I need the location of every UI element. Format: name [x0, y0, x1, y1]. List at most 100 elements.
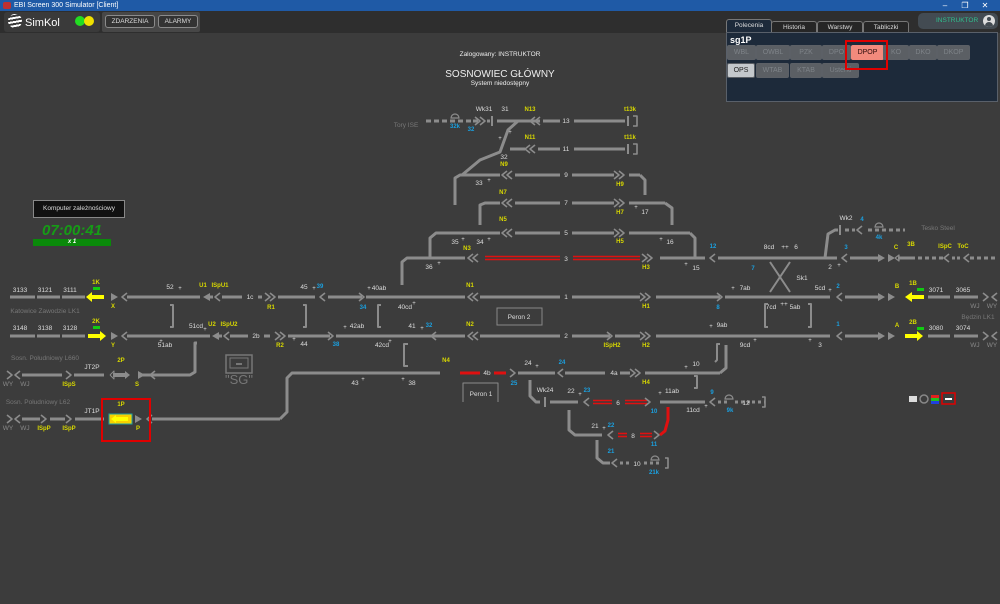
label: 5 [564, 230, 568, 237]
signal-triangle [888, 254, 895, 262]
label: + [159, 339, 163, 345]
label: H9 [616, 182, 624, 188]
signal-chevron [467, 331, 474, 341]
signal-chevron [639, 331, 646, 341]
signal-chevron [121, 331, 128, 341]
track-curve [170, 304, 174, 328]
label: WY [987, 342, 998, 349]
label: 42cd [375, 342, 389, 349]
command-wtab[interactable]: WTAB [756, 63, 789, 78]
command-dpo[interactable]: DPO [822, 45, 851, 60]
label: H7 [616, 210, 624, 216]
label: 9ab [717, 322, 728, 329]
signal-chevron [607, 430, 614, 440]
tab-tabliczki[interactable]: Tabliczki [863, 21, 909, 34]
signal-triangle [135, 415, 142, 423]
refresh-icon [919, 394, 929, 404]
label: 3133 [13, 287, 28, 294]
alarms-button[interactable]: ALARMY [158, 15, 198, 28]
label: + [684, 365, 688, 371]
label: + [508, 130, 512, 136]
signal-indicator-green [93, 287, 100, 290]
command-pzk[interactable]: PZK [790, 45, 822, 60]
interlocking-computer-button[interactable]: Komputer zależnościowy [33, 200, 125, 218]
label: N4 [442, 358, 450, 364]
label: 15 [692, 265, 700, 272]
label: 34 [360, 305, 367, 311]
command-owbl[interactable]: OWBL [756, 45, 790, 60]
signal-chevron [472, 331, 479, 341]
signal-chevron [991, 331, 998, 341]
color-legend-blue [931, 401, 939, 404]
signal-chevron [982, 331, 989, 341]
track-curve [595, 440, 610, 465]
label: + [837, 263, 841, 269]
label: 8cd [764, 244, 775, 251]
user-button[interactable]: INSTRUKTOR [918, 13, 998, 29]
label: H3 [642, 265, 650, 271]
signal-chevron [716, 292, 723, 302]
track-curve [567, 410, 602, 437]
user-name: INSTRUKTOR [936, 17, 979, 24]
command-ops[interactable]: OPS [727, 63, 755, 78]
label: 45 [300, 284, 308, 291]
label: + [420, 326, 424, 332]
label: + [684, 262, 688, 268]
signal-chevron [644, 397, 651, 407]
signal-chevron [534, 116, 541, 126]
signal-chevron [836, 292, 843, 302]
track-curve [694, 375, 698, 389]
command-ktab[interactable]: KTAB [790, 63, 822, 78]
command-wbl[interactable]: WBL [727, 45, 756, 60]
label: ++ [780, 301, 788, 308]
tab-historia[interactable]: Historia [771, 21, 817, 34]
label: + [828, 288, 832, 294]
label: + [461, 237, 465, 243]
tab-warstwy[interactable]: Warstwy [817, 21, 863, 34]
label: 5cd [815, 285, 826, 292]
label: 2b [252, 333, 260, 340]
signal-chevron [991, 292, 998, 302]
label: + [704, 404, 708, 410]
command-usterki[interactable]: Usterki [822, 63, 859, 78]
signal-chevron [509, 368, 516, 378]
signal-triangle [138, 371, 145, 379]
signal-chevron [644, 292, 651, 302]
route-bar-2p [113, 373, 125, 377]
close-button[interactable]: ✕ [981, 1, 989, 10]
maximize-button[interactable]: ❐ [961, 1, 969, 10]
label: 39 [317, 284, 324, 290]
label: 1 [836, 322, 840, 328]
events-button[interactable]: ZDARZENIA [105, 15, 155, 28]
minimize-button[interactable]: – [942, 1, 948, 10]
signal-chevron [506, 198, 513, 208]
label: 3148 [13, 325, 28, 332]
signal-chevron [467, 253, 474, 263]
command-dkop[interactable]: DKOP [937, 45, 970, 60]
signal-chevron [264, 292, 271, 302]
route-arrow-1b [905, 292, 912, 302]
label: H4 [642, 380, 650, 386]
track-curve [528, 380, 540, 404]
track-curve [894, 254, 900, 262]
label: t13k [624, 107, 637, 113]
command-dko[interactable]: DKO [909, 45, 937, 60]
label: 2 [828, 264, 832, 271]
label: 3 [818, 342, 822, 349]
signal-chevron [629, 368, 636, 378]
station-title: SOSNOWIEC GŁÓWNY [445, 69, 555, 80]
label: + [401, 377, 405, 383]
label: 10 [692, 361, 700, 368]
signal-chevron [467, 292, 474, 302]
label: 44 [300, 341, 308, 348]
signal-chevron [613, 170, 620, 180]
signal-1p-highlight-box [101, 398, 151, 442]
color-legend-red [931, 395, 939, 398]
command-ko[interactable]: KO [883, 45, 909, 60]
app-icon [3, 2, 11, 9]
signal-chevron [618, 170, 625, 180]
label: 24 [559, 360, 566, 366]
label: 31 [501, 106, 509, 113]
label: + [658, 391, 662, 397]
simulation-speed[interactable]: x 1 [33, 239, 111, 246]
